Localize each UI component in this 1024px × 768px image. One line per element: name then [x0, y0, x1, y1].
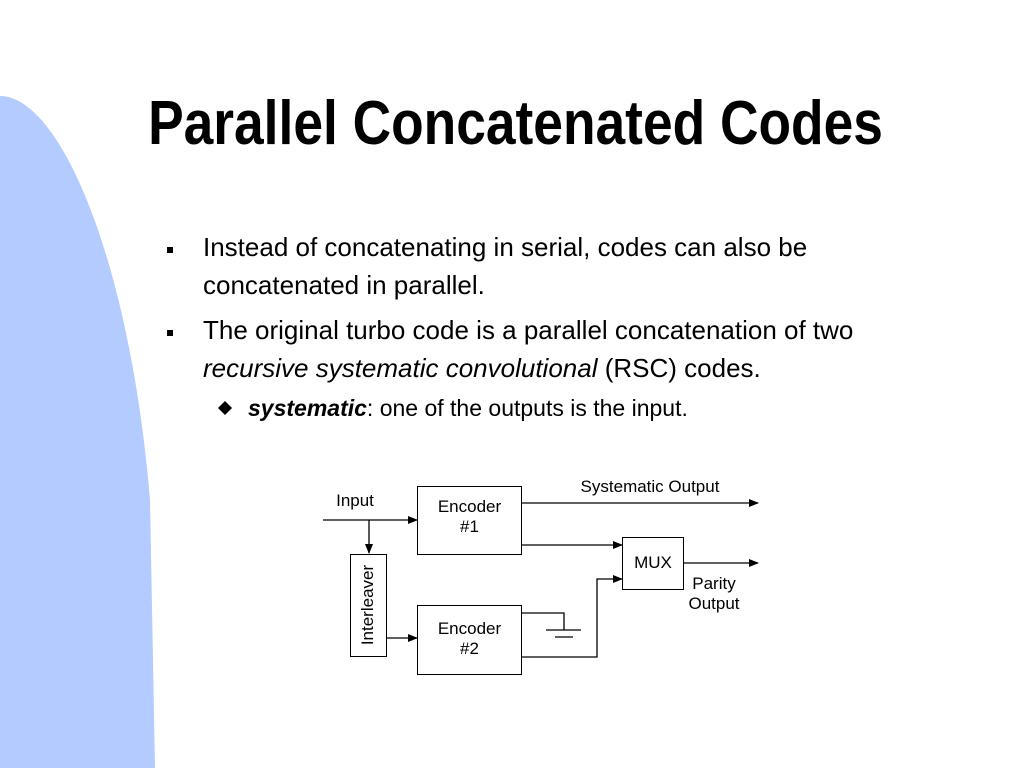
- encoder-1-box: [417, 486, 522, 555]
- mux-label: MUX: [634, 553, 672, 572]
- encoder-2-box: [417, 605, 522, 675]
- bullet-2-line-2-rest: (RSC) codes.: [597, 353, 761, 383]
- mux-box: [622, 537, 684, 590]
- parity-output-line-1: Parity: [692, 574, 736, 593]
- systematic-term: systematic: [248, 395, 367, 421]
- bullet-marker-1: [167, 247, 173, 253]
- bullet-1-line-1: Instead of concatenating in serial, code…: [203, 232, 808, 262]
- interleaver-box: [350, 554, 387, 657]
- bullet-1-line-2: concatenated in parallel.: [203, 270, 485, 300]
- bullet-2: The original turbo code is a parallel co…: [203, 311, 853, 387]
- encoder-2-label-line-1: Encoder: [437, 619, 502, 638]
- sub-bullet: systematic: one of the outputs is the in…: [248, 395, 688, 422]
- bullet-marker-2: [167, 330, 173, 336]
- rsc-term: recursive systematic convolutional: [203, 353, 598, 383]
- input-label: Input: [336, 491, 374, 510]
- sub-bullet-rest: : one of the outputs is the input.: [366, 395, 688, 421]
- encoder-1-label-line-2: #1: [460, 517, 479, 536]
- encoder-2-label: Encoder #2: [417, 619, 522, 659]
- interleaver-label: Interleaver: [358, 564, 377, 646]
- bullet-2-line-1: The original turbo code is a parallel co…: [203, 315, 854, 345]
- encoder-1-label-line-1: Encoder: [437, 497, 502, 516]
- bullet-1: Instead of concatenating in serial, code…: [203, 228, 807, 304]
- slide-title: Parallel Concatenated Codes: [148, 89, 883, 158]
- encoder-2-label-line-2: #2: [460, 639, 479, 658]
- systematic-output-label: Systematic Output: [580, 477, 720, 496]
- parity-output-label: Parity Output: [674, 574, 754, 614]
- parity-output-line-2: Output: [688, 594, 740, 613]
- encoder-1-label: Encoder #1: [417, 497, 522, 537]
- bullet-2-line-2: recursive systematic convolutional (RSC)…: [203, 349, 853, 387]
- diamond-bullet-icon: [218, 401, 232, 415]
